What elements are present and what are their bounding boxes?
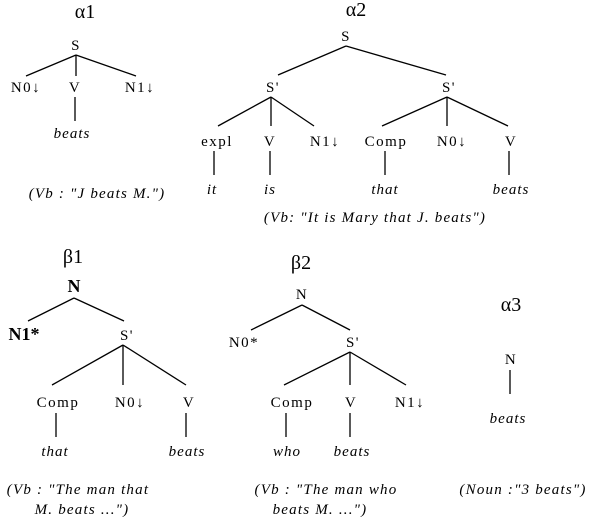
alpha2-edge-sleft-n1 [270,96,315,127]
beta2-node-n1: N1↓ [395,395,425,411]
tree-alpha1: α1 S N0↓ V N1↓ beats (Vb : "J beats M.") [11,1,166,202]
alpha1-title: α1 [75,1,95,23]
alpha2-edge-s-sleft [277,45,347,76]
beta1-node-v: V [183,395,195,411]
alpha2-word-that: that [371,182,398,198]
alpha1-edge-s-n1 [75,54,137,77]
alpha3-title: α3 [501,294,521,316]
beta1-node-foot: N1* [9,324,40,344]
alpha2-word-it: it [207,182,217,198]
alpha2-root-s: S [341,29,351,45]
beta2-title: β2 [291,252,311,274]
alpha2-node-expl: expl [201,134,233,150]
tree-beta2: β2 N N0* S' Comp V N1↓ who beats (Vb : "… [229,252,425,517]
beta2-caption-line2: beats M. ...") [273,502,368,517]
beta2-root-n: N [296,287,308,303]
beta1-node-comp: Comp [37,395,80,411]
alpha2-edge-sright-v [446,96,509,127]
beta1-title: β1 [63,246,83,268]
alpha2-word-beats: beats [493,182,530,198]
beta2-word-who: who [273,444,301,460]
beta2-node-s: S' [346,335,360,351]
alpha1-caption: (Vb : "J beats M.") [29,186,166,202]
tree-alpha2: α2 S S' S' expl V N1↓ Comp N0↓ V it is t… [201,0,530,226]
alpha2-node-comp: Comp [365,134,408,150]
beta1-edge-n-s [73,297,125,322]
alpha1-node-n0: N0↓ [11,80,41,96]
beta2-edge-n-foot [250,304,303,331]
tree-beta1: β1 N N1* S' Comp N0↓ V that beats (Vb : … [7,246,206,517]
beta1-word-beats: beats [169,444,206,460]
beta2-caption-line1: (Vb : "The man who [255,482,398,498]
beta2-node-comp: Comp [271,395,314,411]
alpha1-edge-s-n0 [25,54,77,77]
beta1-node-n0: N0↓ [115,395,145,411]
beta1-node-s: S' [120,328,134,344]
alpha3-anchor-word: beats [490,411,527,427]
alpha1-root-s: S [71,38,81,54]
alpha2-node-v2: V [505,134,517,150]
alpha2-node-n0: N0↓ [437,134,467,150]
alpha2-node-v1: V [264,134,276,150]
alpha1-node-n1: N1↓ [125,80,155,96]
beta1-edge-n-foot [27,297,75,322]
alpha3-caption: (Noun :"3 beats") [459,482,586,498]
alpha2-node-n1: N1↓ [310,134,340,150]
alpha1-anchor-word: beats [54,126,91,142]
alpha2-edge-sleft-expl [217,96,272,127]
tree-alpha3: α3 N beats (Noun :"3 beats") [459,294,586,498]
beta1-edge-s-comp [51,344,124,386]
alpha2-caption: (Vb: "It is Mary that J. beats") [264,210,486,226]
alpha2-edge-s-sright [345,45,447,76]
beta2-node-foot: N0* [229,335,259,351]
beta2-node-v: V [345,395,357,411]
alpha2-title: α2 [346,0,366,21]
beta2-edge-s-comp [283,351,351,386]
alpha2-edge-sright-comp [381,96,448,127]
alpha2-word-is: is [264,182,276,198]
alpha3-root-n: N [505,352,517,368]
beta2-edge-n-s [301,304,351,331]
beta1-word-that: that [41,444,68,460]
beta2-word-beats: beats [334,444,371,460]
alpha2-node-sright: S' [442,80,456,96]
alpha2-node-sleft: S' [266,80,280,96]
beta2-edge-s-n1 [349,351,407,386]
beta1-caption-line2: M. beats ...") [34,502,130,517]
beta1-root-n: N [68,276,81,296]
alpha1-node-v: V [69,80,81,96]
beta1-edge-s-v [122,344,187,386]
beta1-caption-line1: (Vb : "The man that [7,482,149,498]
